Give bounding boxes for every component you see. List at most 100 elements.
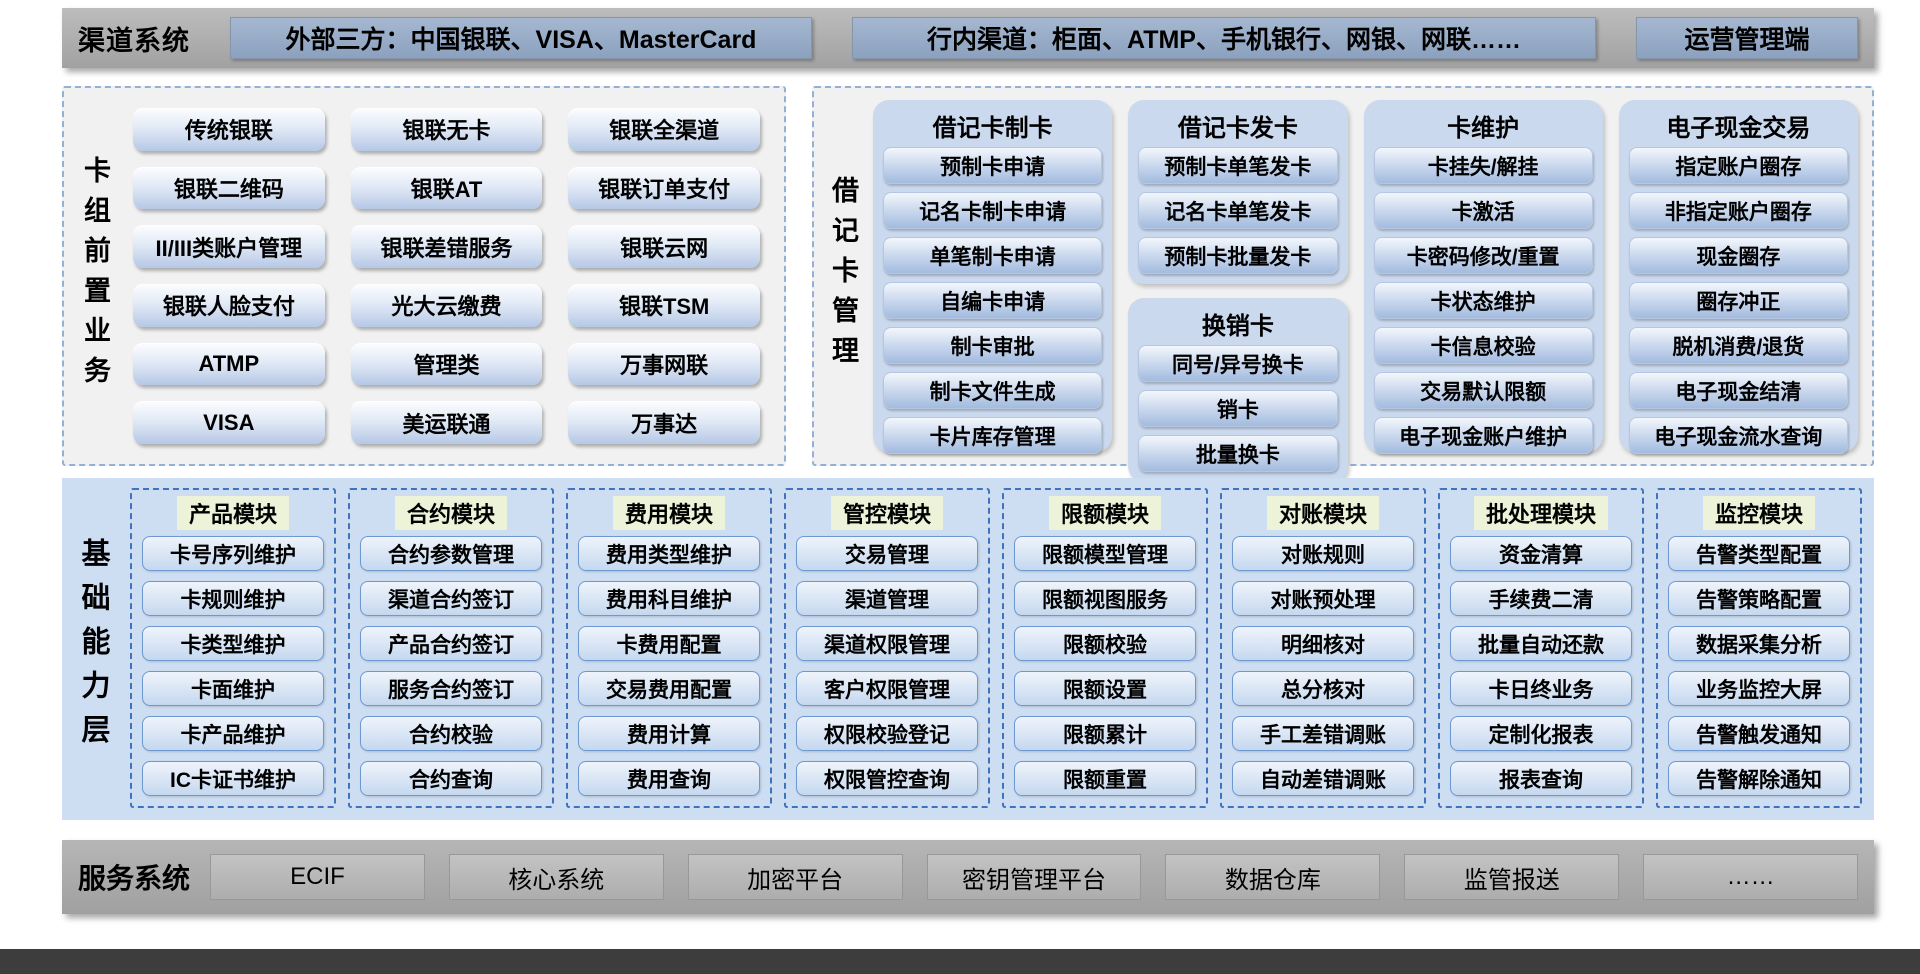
base-capability-label: 基础能力层 <box>77 538 109 758</box>
debit-node: 交易默认限额 <box>1373 372 1593 409</box>
module-title: 限额模块 <box>1048 496 1161 530</box>
service-system-label: 服务系统 <box>78 863 191 894</box>
card-front-node: 银联人脸支付 <box>133 284 325 327</box>
module-title: 合约模块 <box>394 496 507 530</box>
debit-node: 自编卡申请 <box>883 282 1103 319</box>
module-items: 合约参数管理渠道合约签订产品合约签订服务合约签订合约校验合约查询 <box>360 536 542 796</box>
module-node: 交易费用配置 <box>578 671 760 706</box>
debit-node: 电子现金账户维护 <box>1373 417 1593 454</box>
module-items: 告警类型配置告警策略配置数据采集分析业务监控大屏告警触发通知告警解除通知 <box>1668 536 1850 796</box>
module-limit: 限额模块 限额模型管理限额视图服务限额校验限额设置限额累计限额重置 <box>1002 488 1208 808</box>
module-node: 服务合约签订 <box>360 671 542 706</box>
debit-group-items: 预制卡申请记名卡制卡申请单笔制卡申请自编卡申请制卡审批制卡文件生成卡片库存管理 <box>883 147 1103 454</box>
card-front-node: ATMP <box>133 342 325 386</box>
debit-node: 制卡审批 <box>883 327 1103 364</box>
debit-node: 卡密码修改/重置 <box>1373 237 1593 274</box>
module-node: 对账规则 <box>1232 536 1414 571</box>
card-front-node: II/III类账户管理 <box>133 225 325 268</box>
module-node: 限额模型管理 <box>1014 536 1196 571</box>
debit-groups-row: 借记卡制卡 预制卡申请记名卡制卡申请单笔制卡申请自编卡申请制卡审批制卡文件生成卡… <box>869 98 1862 482</box>
module-node: 卡日终业务 <box>1450 671 1632 706</box>
module-node: 批量自动还款 <box>1450 626 1632 661</box>
debit-node: 批量换卡 <box>1138 435 1338 472</box>
service-system-node: ECIF <box>210 854 425 900</box>
module-node: 费用类型维护 <box>578 536 760 571</box>
module-batch: 批处理模块 资金清算手续费二清批量自动还款卡日终业务定制化报表报表查询 <box>1438 488 1644 808</box>
module-control: 管控模块 交易管理渠道管理渠道权限管理客户权限管理权限校验登记权限管控查询 <box>784 488 990 808</box>
module-items: 交易管理渠道管理渠道权限管理客户权限管理权限校验登记权限管控查询 <box>796 536 978 796</box>
service-system-node: 核心系统 <box>448 854 664 900</box>
debit-node: 卡激活 <box>1373 192 1593 229</box>
module-node: 数据采集分析 <box>1668 626 1850 661</box>
debit-group-items: 指定账户圈存非指定账户圈存现金圈存圈存冲正脱机消费/退货电子现金结清电子现金流水… <box>1628 147 1848 454</box>
card-front-node: 光大云缴费 <box>350 284 543 327</box>
debit-card-management-panel: 借记卡管理 借记卡制卡 预制卡申请记名卡制卡申请单笔制卡申请自编卡申请制卡审批制… <box>812 86 1874 482</box>
module-items: 对账规则对账预处理明细核对总分核对手工差错调账自动差错调账 <box>1232 536 1414 796</box>
module-monitoring: 监控模块 告警类型配置告警策略配置数据采集分析业务监控大屏告警触发通知告警解除通… <box>1656 488 1862 808</box>
card-front-node: 美运联通 <box>350 401 543 444</box>
module-node: 报表查询 <box>1450 761 1632 796</box>
module-node: 限额重置 <box>1014 761 1196 796</box>
debit-node: 预制卡批量发卡 <box>1138 237 1338 274</box>
card-front-node: 银联云网 <box>568 225 760 268</box>
debit-middle-column: 借记卡发卡 预制卡单笔发卡记名卡单笔发卡预制卡批量发卡 换销卡 同号/异号换卡销… <box>1128 100 1348 482</box>
channel-system-label: 渠道系统 <box>78 25 190 56</box>
module-node: 产品合约签订 <box>360 626 542 661</box>
debit-group-title: 借记卡制卡 <box>932 115 1053 142</box>
module-node: 权限校验登记 <box>796 716 978 751</box>
service-system-node: 密钥管理平台 <box>926 854 1142 900</box>
module-items: 费用类型维护费用科目维护卡费用配置交易费用配置费用计算费用查询 <box>578 536 760 796</box>
module-node: 卡费用配置 <box>578 626 760 661</box>
service-system-node: 加密平台 <box>687 854 903 900</box>
module-node: 手续费二清 <box>1450 581 1632 616</box>
debit-group-card-making: 借记卡制卡 预制卡申请记名卡制卡申请单笔制卡申请自编卡申请制卡审批制卡文件生成卡… <box>873 100 1113 454</box>
module-node: 告警类型配置 <box>1668 536 1850 571</box>
module-node: 卡规则维护 <box>142 581 324 616</box>
module-node: 合约参数管理 <box>360 536 542 571</box>
module-node: 客户权限管理 <box>796 671 978 706</box>
debit-node: 预制卡申请 <box>883 147 1103 184</box>
module-fee: 费用模块 费用类型维护费用科目维护卡费用配置交易费用配置费用计算费用查询 <box>566 488 772 808</box>
debit-node: 单笔制卡申请 <box>883 237 1103 274</box>
module-node: 限额累计 <box>1014 716 1196 751</box>
module-node: 卡号序列维护 <box>142 536 324 571</box>
card-front-node: 传统银联 <box>133 108 325 151</box>
debit-group-title: 换销卡 <box>1201 313 1274 340</box>
module-reconciliation: 对账模块 对账规则对账预处理明细核对总分核对手工差错调账自动差错调账 <box>1220 488 1426 808</box>
module-node: 定制化报表 <box>1450 716 1632 751</box>
module-node: 告警解除通知 <box>1668 761 1850 796</box>
module-node: 交易管理 <box>796 536 978 571</box>
channel-box-operations-management: 运营管理端 <box>1636 17 1858 59</box>
module-items: 资金清算手续费二清批量自动还款卡日终业务定制化报表报表查询 <box>1450 536 1632 796</box>
module-node: 自动差错调账 <box>1232 761 1414 796</box>
debit-node: 卡片库存管理 <box>883 417 1103 454</box>
module-node: 告警策略配置 <box>1668 581 1850 616</box>
channel-system-bar: 渠道系统 外部三方：中国银联、VISA、MasterCard 行内渠道：柜面、A… <box>62 8 1874 68</box>
debit-node: 卡状态维护 <box>1373 282 1593 319</box>
card-front-node: 万事达 <box>568 401 760 444</box>
debit-node: 销卡 <box>1138 390 1338 427</box>
bottom-divider-bar <box>0 949 1920 974</box>
module-node: 对账预处理 <box>1232 581 1414 616</box>
debit-node: 电子现金结清 <box>1628 372 1848 409</box>
debit-group-ecash-transaction: 电子现金交易 指定账户圈存非指定账户圈存现金圈存圈存冲正脱机消费/退货电子现金结… <box>1618 100 1858 454</box>
module-node: 费用计算 <box>578 716 760 751</box>
card-front-node: 银联全渠道 <box>568 108 760 151</box>
module-node: 限额校验 <box>1014 626 1196 661</box>
module-node: 渠道管理 <box>796 581 978 616</box>
module-title: 监控模块 <box>1702 496 1815 530</box>
card-front-node: 管理类 <box>350 342 543 386</box>
card-front-node: VISA <box>133 401 325 444</box>
module-node: 明细核对 <box>1232 626 1414 661</box>
debit-node: 指定账户圈存 <box>1628 147 1848 184</box>
debit-group-card-issuing: 借记卡发卡 预制卡单笔发卡记名卡单笔发卡预制卡批量发卡 <box>1128 100 1348 284</box>
debit-node: 制卡文件生成 <box>883 372 1103 409</box>
debit-group-items: 卡挂失/解挂卡激活卡密码修改/重置卡状态维护卡信息校验交易默认限额电子现金账户维… <box>1373 147 1593 454</box>
module-node: 卡类型维护 <box>142 626 324 661</box>
